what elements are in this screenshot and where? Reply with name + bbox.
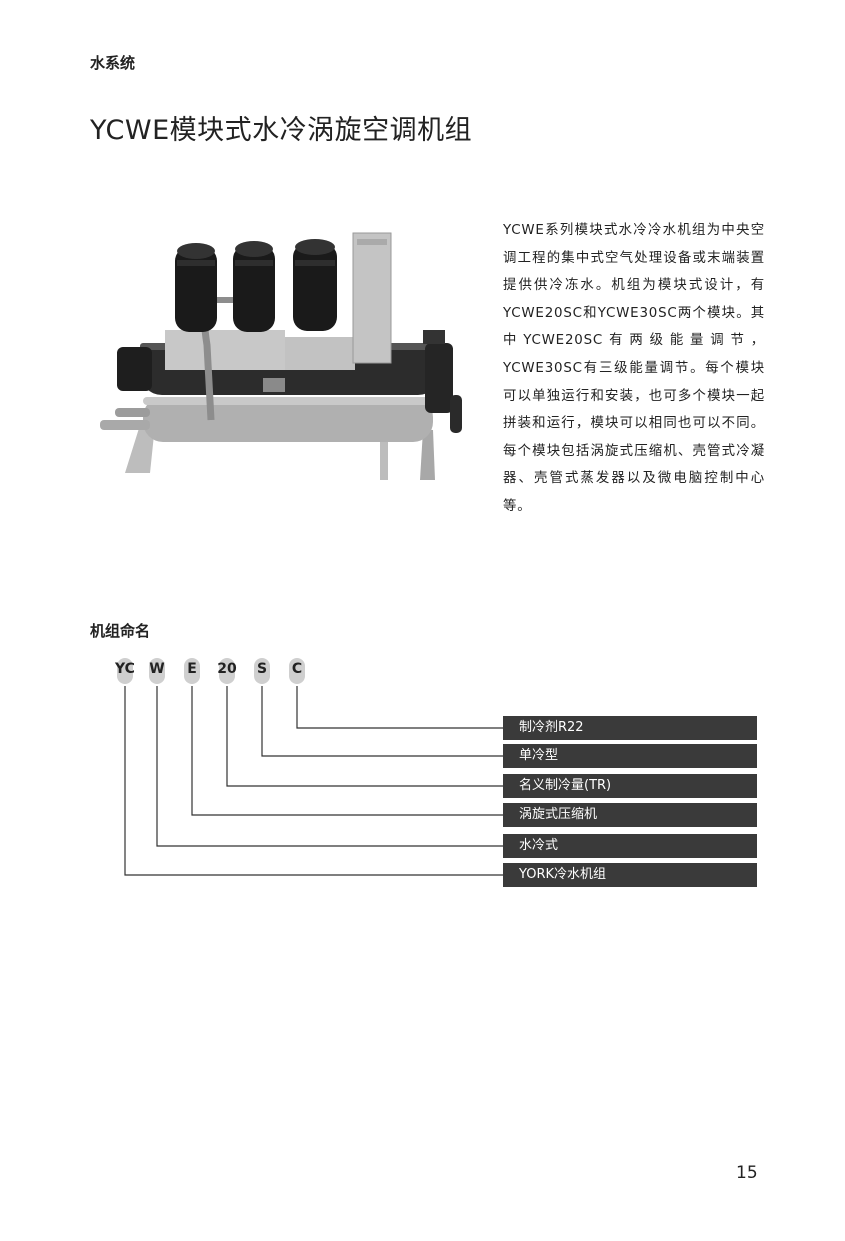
page-title: YCWE模块式水冷涡旋空调机组	[90, 115, 473, 146]
code-letter-s: S	[251, 658, 273, 684]
code-letter-yc: YC	[112, 658, 138, 684]
code-letter-20: 20	[214, 658, 240, 684]
naming-label-capacity: 名义制冷量(TR)	[503, 774, 757, 798]
code-letter-e: E	[181, 658, 203, 684]
naming-label-cooling-only: 单冷型	[503, 744, 757, 768]
product-description: YCWE系列模块式水冷冷水机组为中央空调工程的集中式空气处理设备或末端装置提供供…	[503, 223, 765, 514]
code-letter-c: C	[286, 658, 308, 684]
naming-label-scroll-compressor: 涡旋式压缩机	[503, 803, 757, 827]
naming-label-york-chiller: YORK冷水机组	[503, 863, 757, 887]
naming-section-title: 机组命名	[90, 622, 151, 640]
naming-label-refrigerant: 制冷剂R22	[503, 716, 757, 740]
naming-label-water-cooled: 水冷式	[503, 834, 757, 858]
page-number: 15	[736, 1163, 758, 1183]
code-letter-w: W	[146, 658, 168, 684]
section-label: 水系统	[90, 54, 136, 72]
chiller-unit-image	[100, 232, 462, 480]
